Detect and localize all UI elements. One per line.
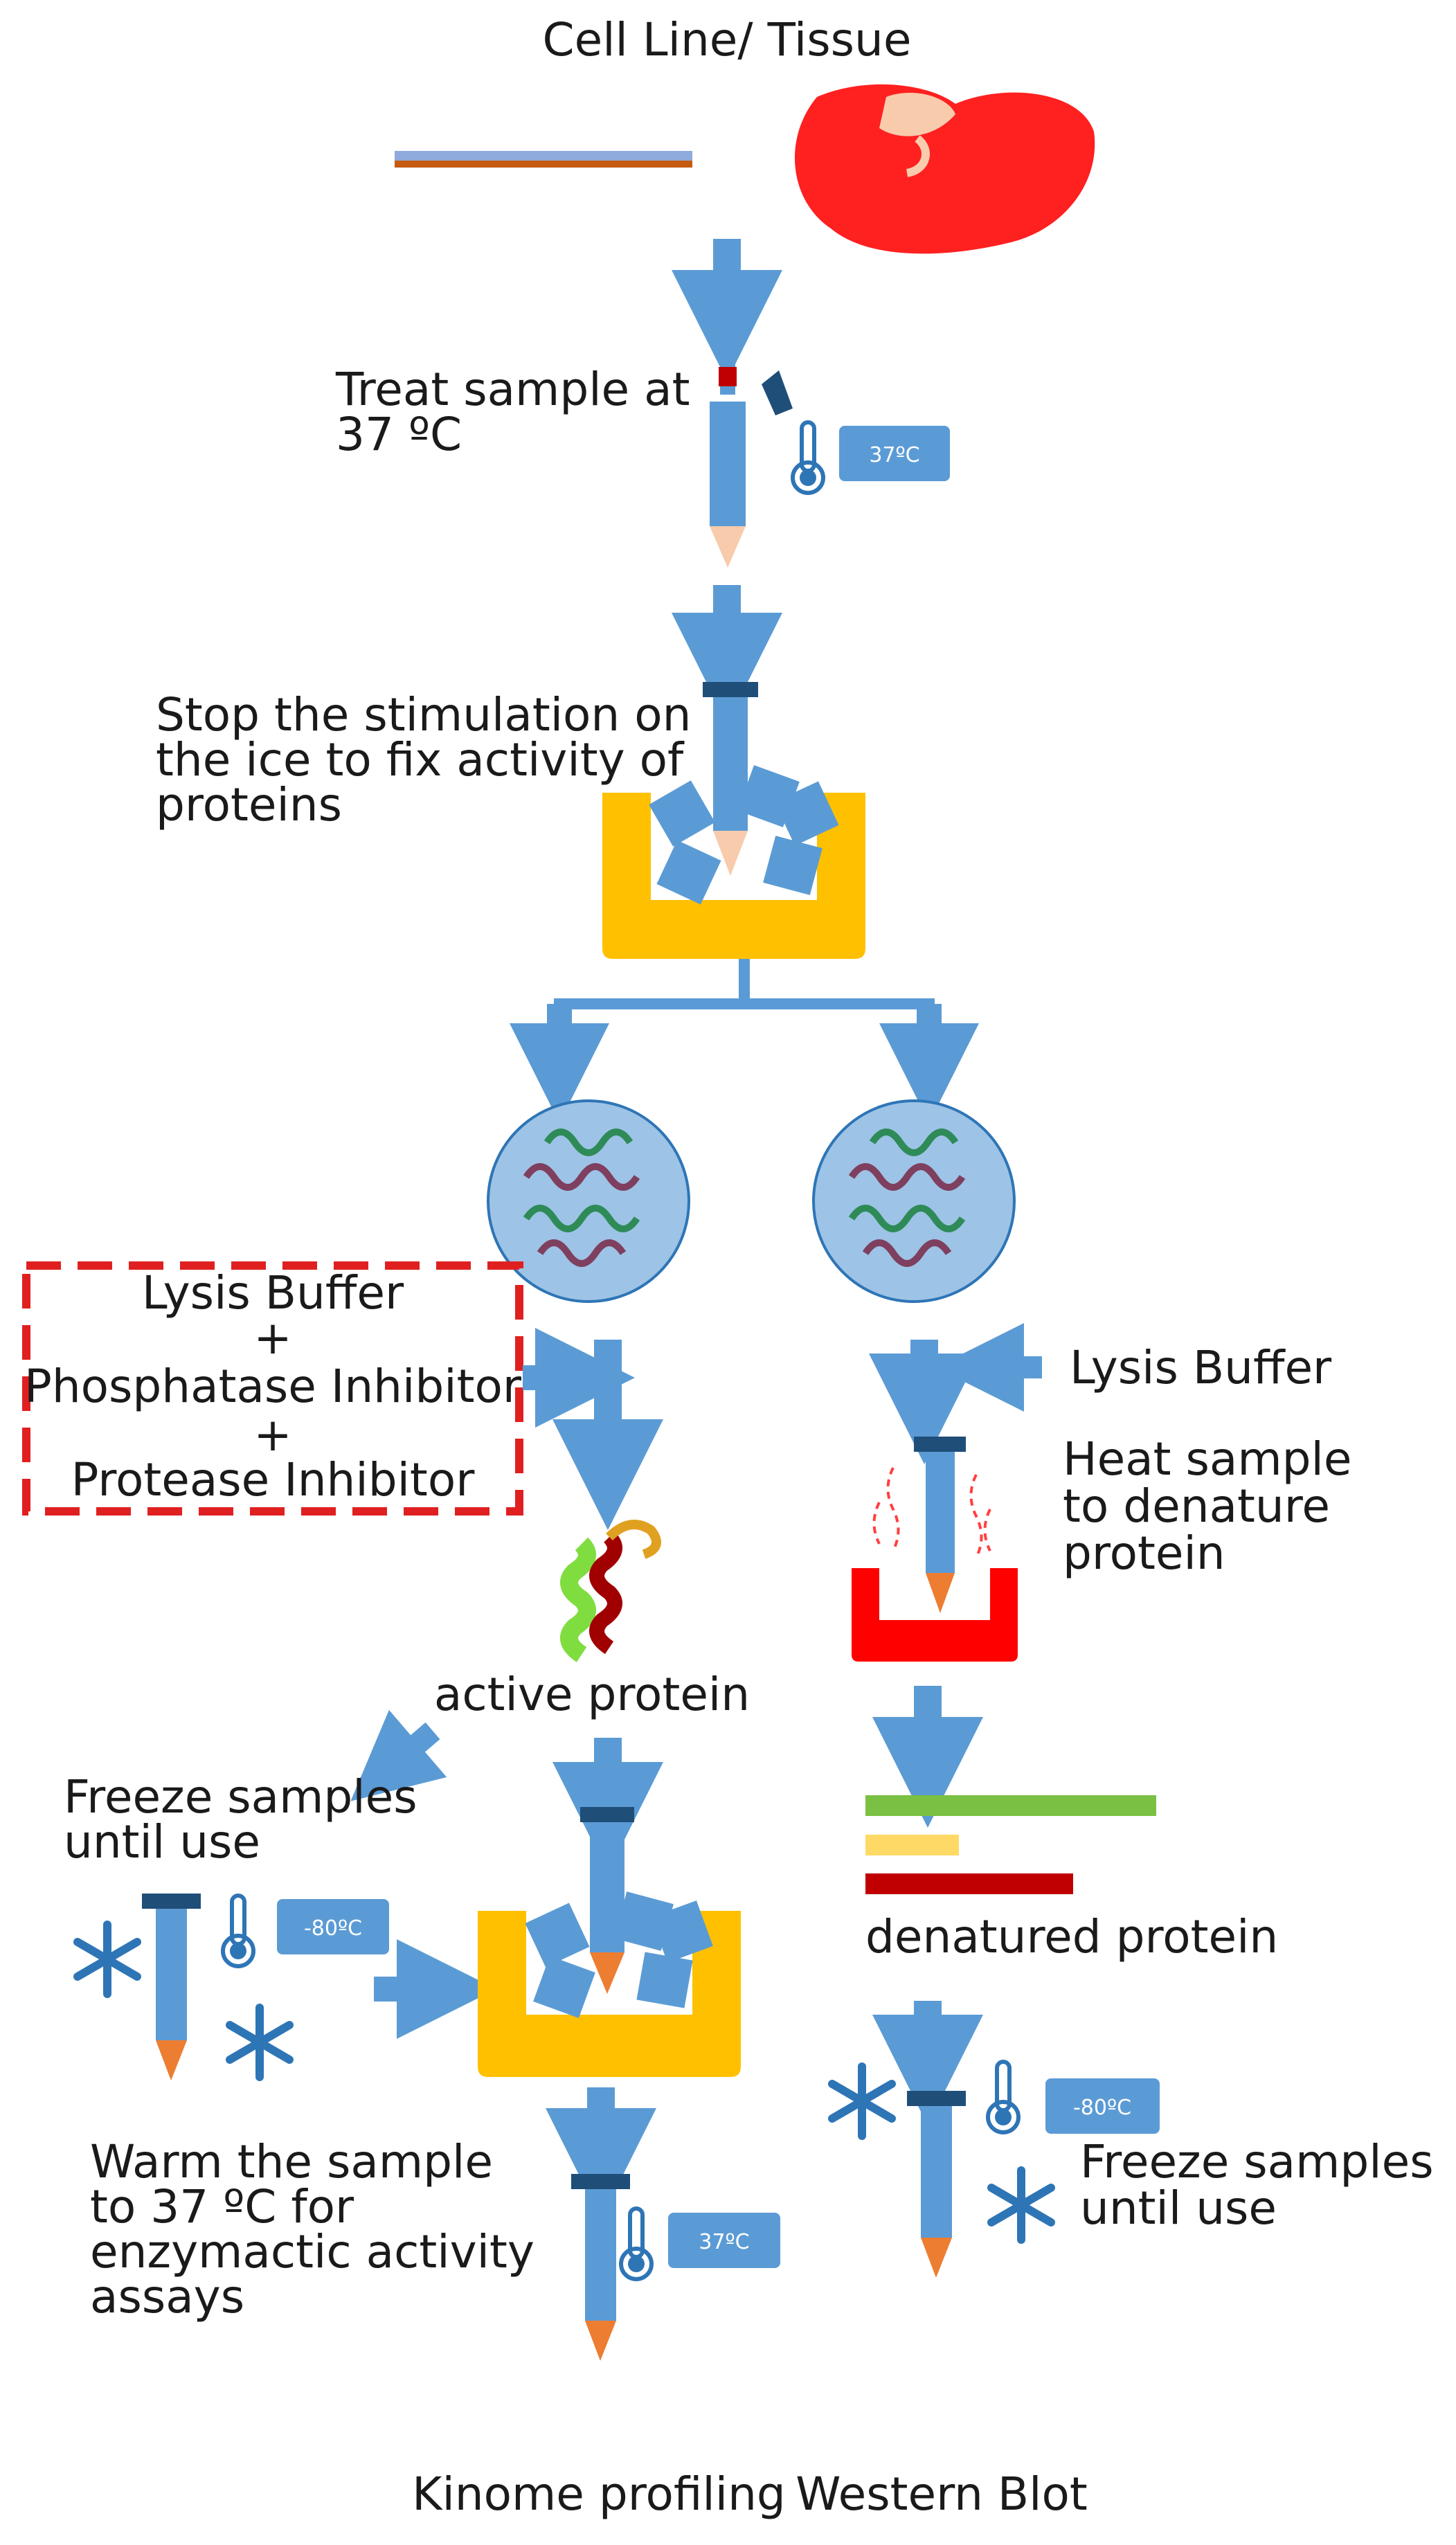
protein-complex-left [487, 1099, 690, 1303]
svg-text:-80ºC: -80ºC [1073, 2096, 1131, 2120]
svg-text:Lysis Buffer: Lysis Buffer [142, 1266, 404, 1320]
svg-text:enzymactic activity: enzymactic activity [90, 2225, 534, 2278]
svg-text:until use: until use [1080, 2182, 1277, 2235]
temperature-badge-minus80-left: -80ºC [277, 1899, 389, 1954]
syringe-tube-icon [710, 346, 793, 568]
buffer-box: Lysis Buffer + Phosphatase Inhibitor + P… [22, 1261, 523, 1516]
denatured-protein-bands [865, 1795, 1156, 1894]
output-western-blot: Western Blot [796, 2467, 1088, 2521]
svg-text:Heat sample: Heat sample [1063, 1432, 1352, 1486]
thermometer-icon [221, 1894, 255, 1968]
snowflake-icon [828, 2062, 896, 2140]
ice-bucket-icon-2 [478, 1807, 741, 2077]
lysis-buffer-right-label: Lysis Buffer [1070, 1341, 1332, 1394]
stop-label: Stop the stimulation on the ice to fix a… [156, 688, 691, 831]
tissue-organ-icon [794, 84, 1095, 254]
svg-text:to 37 ºC for: to 37 ºC for [90, 2180, 354, 2233]
svg-text:to denature: to denature [1063, 1480, 1330, 1533]
svg-text:Treat sample at: Treat sample at [335, 363, 690, 416]
heat-label: Heat sample to denature protein [1063, 1432, 1352, 1580]
warm-label: Warm the sample to 37 ºC for enzymactic … [90, 2135, 534, 2323]
svg-text:-80ºC: -80ºC [304, 1916, 362, 1941]
temperature-badge-37-warm: 37ºC [668, 2213, 780, 2268]
treat-label: Treat sample at 37 ºC [335, 363, 690, 461]
svg-text:until use: until use [64, 1815, 260, 1869]
snowflake-icon [987, 2166, 1055, 2244]
cell-culture-dish [395, 151, 692, 168]
snowflake-icon [73, 1921, 141, 1998]
freeze-right-label: Freeze samples until use [1080, 2135, 1434, 2235]
title-cell-line-tissue: Cell Line/ Tissue [543, 13, 912, 66]
svg-text:Phosphatase Inhibitor: Phosphatase Inhibitor [24, 1360, 522, 1413]
thermometer-icon [619, 2206, 654, 2281]
heat-block-icon [852, 1437, 1018, 1662]
svg-text:protein: protein [1063, 1527, 1225, 1580]
frozen-tube-right [907, 2091, 966, 2278]
thermometer-icon [986, 2060, 1021, 2134]
flow-arrow [350, 1709, 447, 1801]
svg-text:Protease Inhibitor: Protease Inhibitor [71, 1453, 476, 1507]
svg-text:37ºC: 37ºC [869, 443, 919, 467]
svg-text:the ice to fix activity of: the ice to fix activity of [156, 733, 685, 786]
active-protein-label: active protein [434, 1668, 750, 1721]
snowflake-icon [226, 2004, 294, 2081]
svg-text:Warm the sample: Warm the sample [90, 2135, 493, 2188]
denatured-protein-label: denatured protein [865, 1910, 1278, 1963]
svg-text:+: + [253, 1311, 291, 1365]
svg-text:+: + [253, 1408, 291, 1462]
svg-text:Freeze samples: Freeze samples [1080, 2135, 1434, 2188]
protein-complex-right [812, 1099, 1016, 1303]
svg-text:37 ºC: 37 ºC [336, 408, 462, 461]
active-protein-icon [560, 1520, 661, 1662]
svg-text:assays: assays [90, 2270, 244, 2323]
temperature-badge-37: 37ºC [839, 426, 950, 481]
svg-text:Stop the stimulation on: Stop the stimulation on [156, 688, 691, 741]
split-connector [510, 959, 979, 1123]
svg-text:Freeze samples: Freeze samples [64, 1770, 417, 1824]
frozen-tube-left [142, 1894, 201, 2080]
freeze-left-label: Freeze samples until use [64, 1770, 417, 1869]
warm-tube [571, 2174, 630, 2361]
output-kinome-profiling: Kinome profiling [412, 2467, 786, 2521]
ice-bucket-icon [602, 682, 865, 959]
svg-text:37ºC: 37ºC [699, 2230, 749, 2254]
thermometer-icon [791, 420, 825, 495]
svg-text:proteins: proteins [156, 778, 342, 831]
temperature-badge-minus80-right: -80ºC [1045, 2078, 1160, 2134]
